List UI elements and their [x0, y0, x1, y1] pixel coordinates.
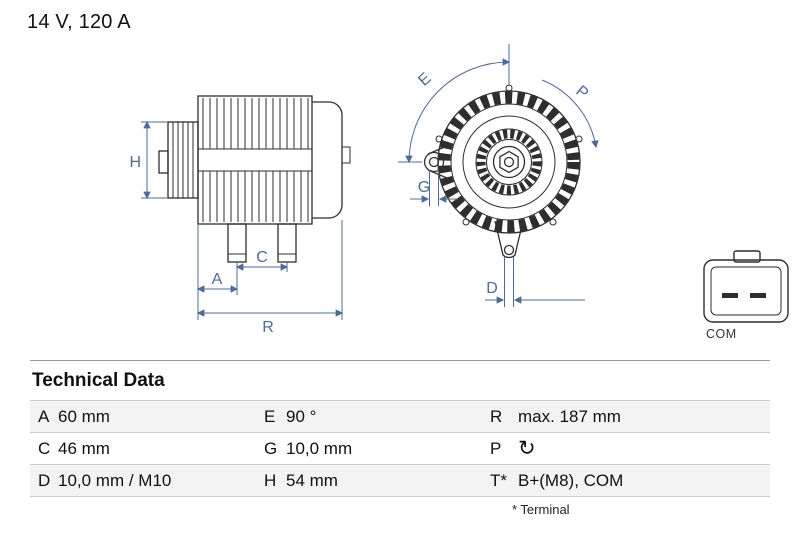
left-mounting-lug: [423, 151, 445, 173]
technical-data-title: Technical Data: [32, 370, 165, 391]
connector-pin: [722, 293, 738, 298]
dim-label-H: H: [129, 154, 141, 171]
mounting-foot: [227, 223, 247, 263]
connector-tab: [733, 250, 761, 263]
dim-key: E: [264, 406, 276, 426]
shaft-nut: [499, 150, 519, 174]
dim-label-C: C: [256, 249, 268, 266]
dim-label-E: E: [415, 70, 434, 90]
dim-key: R: [490, 406, 503, 426]
dim-value: 46 mm: [58, 438, 110, 458]
rear-cover: [312, 101, 343, 219]
rotation-icon: ↻: [518, 437, 536, 460]
cooling-fins: [438, 91, 580, 233]
dim-key: H: [264, 470, 277, 490]
terminal-footnote: * Terminal: [512, 502, 570, 517]
table-row: D 10,0 mm / M10 H 54 mm T* B+(M8), COM: [30, 465, 770, 497]
dim-value: 10,0 mm: [286, 438, 353, 458]
connector-label: COM: [706, 327, 737, 341]
front-view: [423, 84, 583, 259]
dim-value: B+(M8), COM: [518, 470, 624, 490]
side-view: [158, 95, 351, 263]
dim-label-D: D: [486, 280, 498, 297]
com-connector: [703, 250, 789, 323]
dim-key: G: [264, 438, 278, 458]
dim-key: D: [38, 470, 51, 490]
bplus-terminal: [341, 146, 351, 164]
dim-value: 90 °: [286, 406, 317, 426]
dim-value: 10,0 mm / M10: [58, 470, 172, 490]
dim-key: A: [38, 406, 50, 426]
dimension-lines: [141, 44, 599, 320]
alternator-body: [197, 95, 313, 225]
technical-data-section: Technical Data A 60 mm E 90 ° R max. 187…: [30, 360, 770, 517]
dim-key: P: [490, 438, 502, 458]
dim-value: 54 mm: [286, 470, 338, 490]
dim-label-G: G: [418, 179, 430, 196]
connector-pin: [750, 293, 766, 298]
table-row: C 46 mm G 10,0 mm P ↻: [30, 433, 770, 465]
bottom-mounting-lug: [494, 220, 524, 259]
mounting-foot: [277, 223, 297, 263]
hub-ring: [476, 129, 542, 195]
technical-data-table: A 60 mm E 90 ° R max. 187 mm C 46 mm G 1…: [30, 400, 770, 497]
dim-label-R: R: [262, 319, 274, 336]
pulley-hub: [158, 150, 169, 174]
dim-value: 60 mm: [58, 406, 110, 426]
alternator-diagram: COM H A C R E P G D: [129, 44, 789, 341]
dim-label-A: A: [212, 271, 223, 288]
dim-key: C: [38, 438, 51, 458]
dim-value: max. 187 mm: [518, 406, 621, 426]
dimension-labels: H A C R E P G D: [129, 70, 591, 336]
spec-label: 14 V, 120 A: [27, 11, 131, 33]
dim-label-P: P: [572, 83, 591, 103]
table-row: A 60 mm E 90 ° R max. 187 mm: [30, 401, 770, 433]
dim-key: T*: [490, 470, 507, 490]
